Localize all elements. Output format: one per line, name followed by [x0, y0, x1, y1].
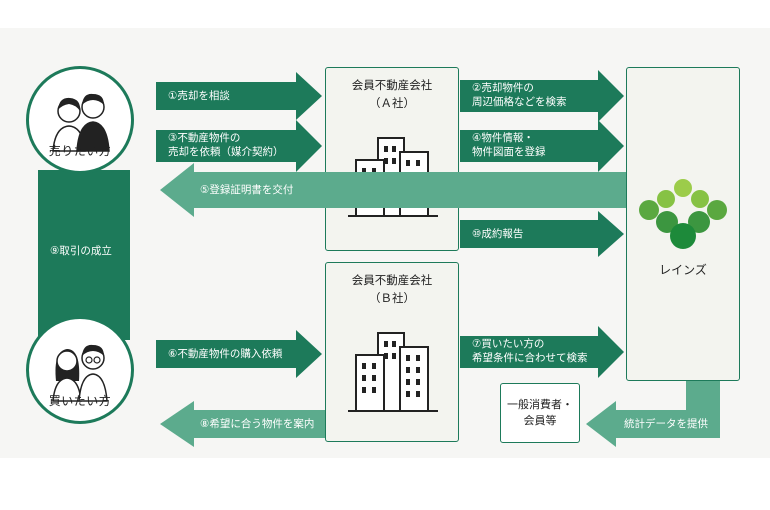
arrow-3-line1: ③不動産物件の	[168, 132, 241, 144]
reins-stats-connector	[686, 381, 720, 411]
arrow-3-line2: 売却を依頼（媒介契約）	[168, 146, 284, 158]
company-b-suffix: （Ｂ社）	[369, 291, 415, 305]
arrow-7	[460, 326, 624, 378]
company-b-name: 会員不動産会社	[351, 273, 433, 287]
company-b-box: 会員不動産会社 （Ｂ社）	[325, 262, 459, 442]
arrow-2	[460, 70, 624, 122]
arrow-5	[160, 163, 626, 217]
consumer-line2: 会員等	[523, 414, 557, 427]
arrow-4	[460, 120, 624, 172]
reins-box: レインズ	[626, 67, 740, 381]
arrow-2-line1: ②売却物件の	[472, 82, 534, 94]
seller-label: 売りたい方	[48, 144, 112, 158]
transaction-connector	[38, 170, 130, 340]
consumer-box: 一般消費者・ 会員等	[500, 383, 580, 443]
arrow-7-line1: ⑦買いたい方の	[472, 338, 545, 350]
company-a-name: 会員不動産会社	[351, 78, 433, 92]
building-icon	[348, 332, 438, 412]
reins-label: レインズ	[659, 263, 707, 277]
buyer-couple-illustration	[52, 344, 108, 402]
arrow-1	[156, 72, 322, 120]
arrow-4-line2: 物件図面を登録	[472, 146, 546, 158]
arrow-2-label: ②売却物件の 周辺価格などを検索	[472, 81, 567, 109]
arrow-7-label: ⑦買いたい方の 希望条件に合わせて検索	[472, 337, 588, 365]
buyer-label: 買いたい方	[48, 394, 112, 408]
arrow-7-line2: 希望条件に合わせて検索	[472, 352, 588, 364]
arrow-4-label: ④物件情報・ 物件図面を登録	[472, 131, 546, 159]
company-a-suffix: （Ａ社）	[369, 96, 415, 110]
consumer-line1: 一般消費者・	[507, 398, 573, 411]
step-9-label: ⑨取引の成立	[50, 245, 112, 257]
seller-circle: 売りたい方	[26, 66, 134, 174]
arrow-2-line2: 周辺価格などを検索	[472, 96, 567, 108]
arrow-3	[156, 120, 322, 172]
arrow-6	[156, 330, 322, 378]
buyer-circle: 買いたい方	[26, 316, 134, 424]
arrow-stats	[586, 401, 720, 447]
arrow-3-label: ③不動産物件の 売却を依頼（媒介契約）	[168, 131, 284, 159]
arrow-10	[460, 211, 624, 257]
arrow-8	[160, 401, 325, 447]
seller-couple-illustration	[52, 93, 110, 152]
reins-logo	[639, 179, 727, 249]
arrow-4-line1: ④物件情報・	[472, 132, 534, 144]
